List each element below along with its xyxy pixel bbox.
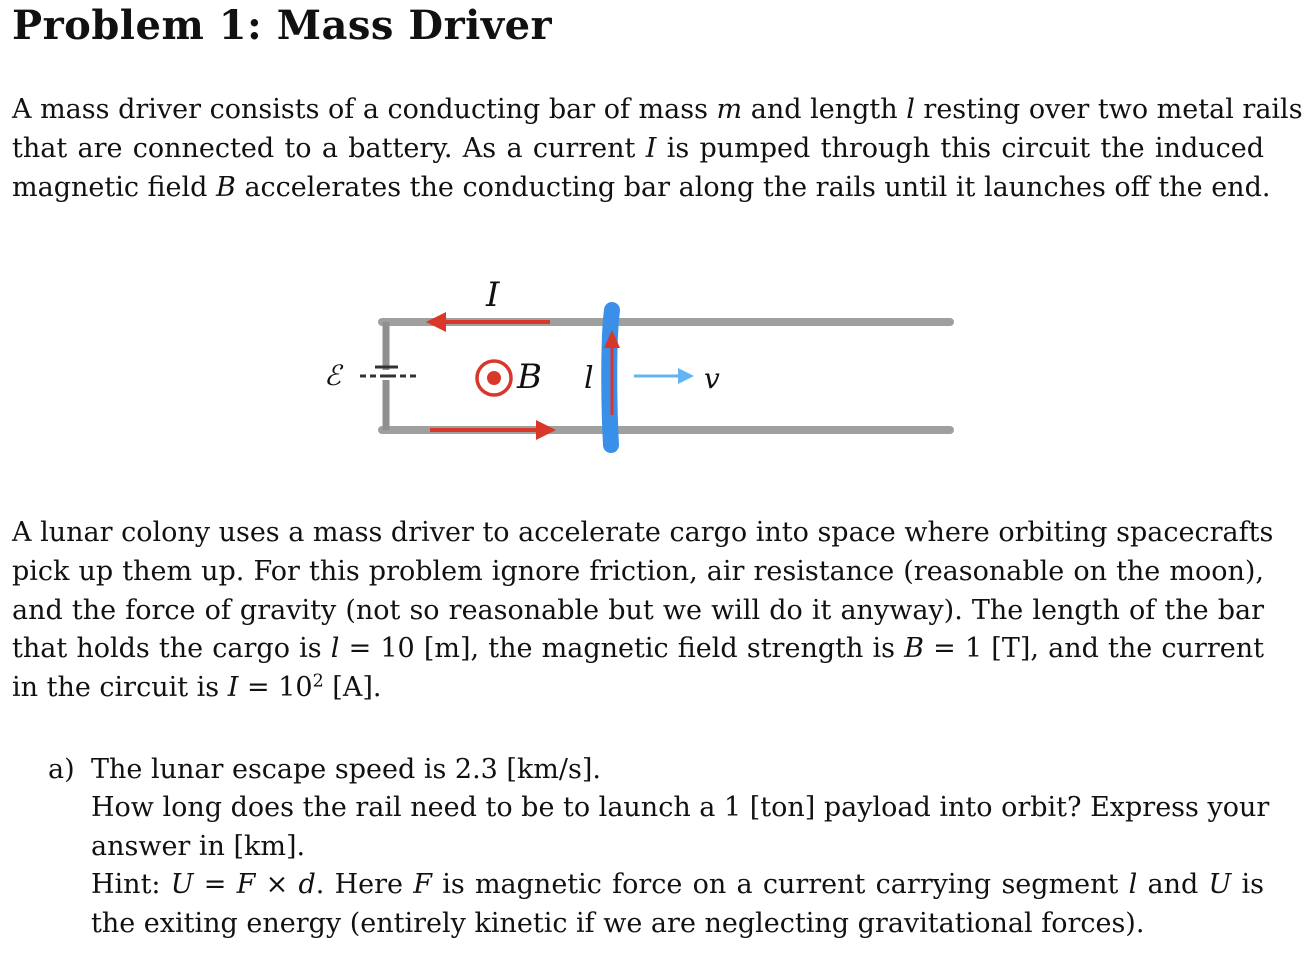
intro-paragraph: A mass driver consists of a conducting b… — [12, 94, 1303, 203]
conducting-bar — [601, 302, 620, 453]
problem-title: Problem 1: Mass Driver — [12, 2, 553, 49]
mass-driver-diagram: ℰ I B l v — [324, 275, 954, 453]
colony-paragraph: A lunar colony uses a mass driver to acc… — [12, 517, 1274, 704]
current-arrowhead-top — [426, 312, 446, 332]
emf-label: ℰ — [324, 359, 344, 392]
velocity-label: v — [704, 362, 720, 395]
part-a-body: The lunar escape speed is 2.3 [km/s]. Ho… — [91, 754, 1270, 939]
field-out-symbol — [475, 359, 513, 397]
field-label: B — [516, 357, 542, 397]
current-label: I — [485, 275, 500, 315]
part-a-label: a) — [48, 754, 75, 785]
length-label: l — [584, 361, 594, 396]
current-arrowhead-bottom — [536, 420, 556, 440]
battery-icon — [360, 365, 416, 378]
